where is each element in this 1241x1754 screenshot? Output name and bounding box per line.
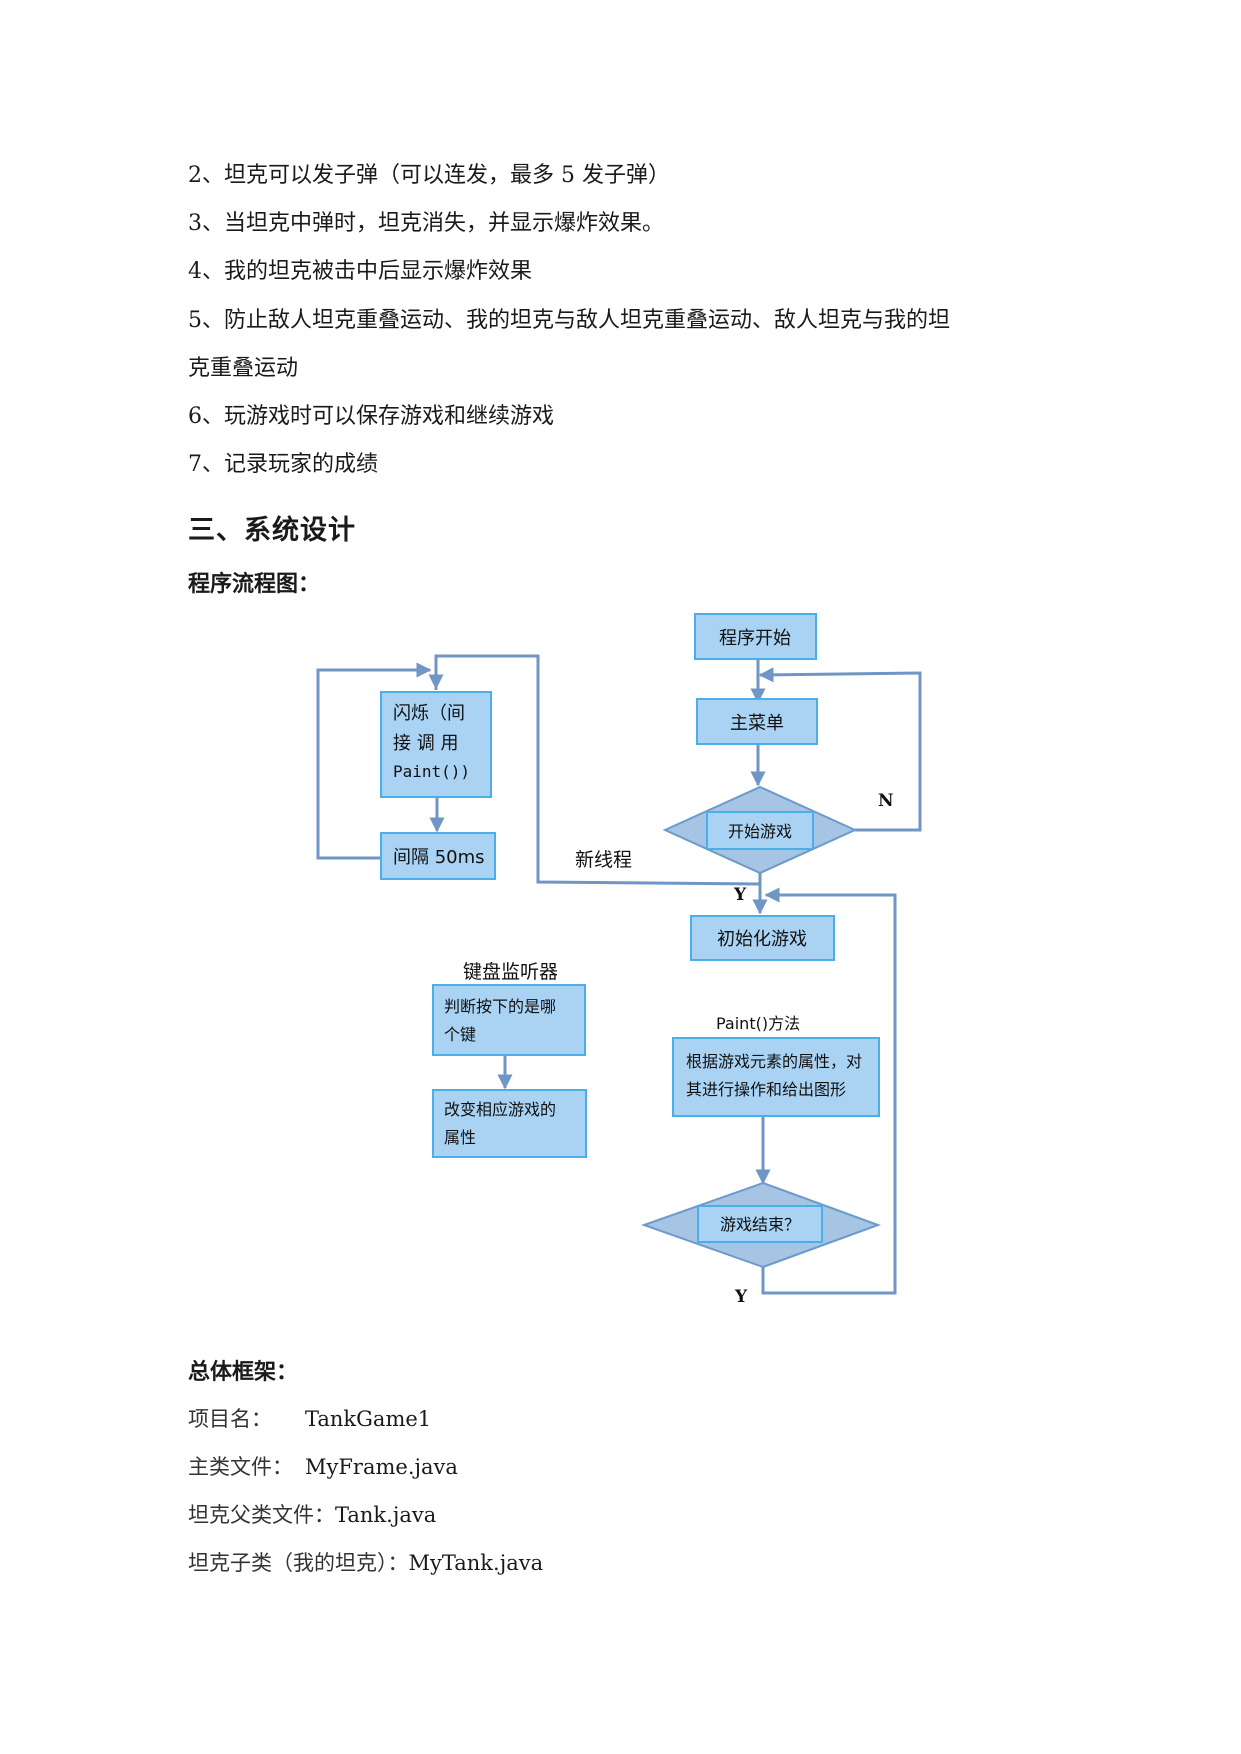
node-change-attr-line2: 属性 xyxy=(444,1128,476,1147)
node-blink-line2: 接 调 用 xyxy=(393,733,458,754)
label-yes: Y xyxy=(733,885,747,905)
framework-key: 项目名： xyxy=(188,1407,272,1431)
requirement-item: 7、记录玩家的成绩 xyxy=(188,452,378,477)
node-game-over-label: 游戏结束？ xyxy=(720,1215,800,1234)
framework-row: 坦克子类（我的坦克）：MyTank.java xyxy=(188,1549,543,1577)
framework-value: MyFrame.java xyxy=(305,1455,458,1479)
node-program-start-label: 程序开始 xyxy=(719,628,791,649)
node-judge-key-line2: 个键 xyxy=(444,1025,476,1044)
edge-interval-loop xyxy=(316,662,432,860)
node-main-menu xyxy=(696,698,818,745)
requirement-item-continuation: 克重叠运动 xyxy=(188,356,299,381)
node-start-game-inner xyxy=(706,811,814,850)
node-interval xyxy=(380,832,496,880)
node-init-game xyxy=(690,915,835,961)
framework-key: 主类文件： xyxy=(188,1455,293,1479)
requirement-item: 2、坦克可以发子弹（可以连发，最多 5 发子弹） xyxy=(188,163,670,188)
section-title: 三、系统设计 xyxy=(188,515,356,546)
label-new-thread: 新线程 xyxy=(575,849,632,871)
edge-gameover-loop xyxy=(761,887,897,1295)
flowchart-edges xyxy=(316,654,922,1295)
requirement-item: 6、玩游戏时可以保存游戏和继续游戏 xyxy=(188,404,554,429)
framework-key: 坦克父类文件： xyxy=(188,1503,335,1527)
requirement-item: 5、防止敌人坦克重叠运动、我的坦克与敌人坦克重叠运动、敌人坦克与我的坦 xyxy=(188,308,950,333)
label-paint-method: Paint()方法 xyxy=(716,1014,800,1033)
node-blink-line3: Paint()) xyxy=(393,762,470,781)
label-no: N xyxy=(878,791,894,811)
node-game-over-inner xyxy=(697,1205,823,1243)
requirement-item: 3、当坦克中弹时，坦克消失，并显示爆炸效果。 xyxy=(188,211,664,236)
label-yes-2: Y xyxy=(734,1287,748,1307)
node-main-menu-label: 主菜单 xyxy=(730,713,784,734)
framework-heading: 总体框架： xyxy=(188,1360,299,1385)
flowchart-heading: 程序流程图： xyxy=(188,572,321,597)
node-paint xyxy=(672,1037,880,1117)
framework-value: TankGame1 xyxy=(305,1407,432,1431)
label-keyboard-listener: 键盘监听器 xyxy=(463,961,558,983)
node-init-game-label: 初始化游戏 xyxy=(717,929,807,950)
node-start-game-label: 开始游戏 xyxy=(728,822,792,841)
framework-key: 坦克子类（我的坦克）： xyxy=(188,1551,409,1575)
framework-row: 项目名： TankGame1 xyxy=(188,1405,431,1433)
node-interval-label: 间隔 50ms xyxy=(393,847,485,868)
requirement-item: 4、我的坦克被击中后显示爆炸效果 xyxy=(188,259,532,284)
node-blink xyxy=(380,691,492,798)
framework-row: 主类文件： MyFrame.java xyxy=(188,1453,458,1481)
edge-no-loop xyxy=(758,667,922,832)
framework-value: Tank.java xyxy=(335,1503,437,1527)
node-program-start xyxy=(694,613,817,660)
node-change-attr xyxy=(432,1089,587,1158)
node-change-attr-line1: 改变相应游戏的 xyxy=(444,1100,556,1119)
node-judge-key-line1: 判断按下的是哪 xyxy=(444,997,556,1016)
node-blink-line1: 闪烁（间 xyxy=(393,703,465,724)
node-paint-line2: 其进行操作和给出图形 xyxy=(686,1080,846,1099)
node-paint-line1: 根据游戏元素的属性，对 xyxy=(686,1052,862,1071)
node-judge-key xyxy=(432,984,586,1056)
framework-row: 坦克父类文件：Tank.java xyxy=(188,1501,436,1529)
framework-value: MyTank.java xyxy=(408,1551,544,1575)
